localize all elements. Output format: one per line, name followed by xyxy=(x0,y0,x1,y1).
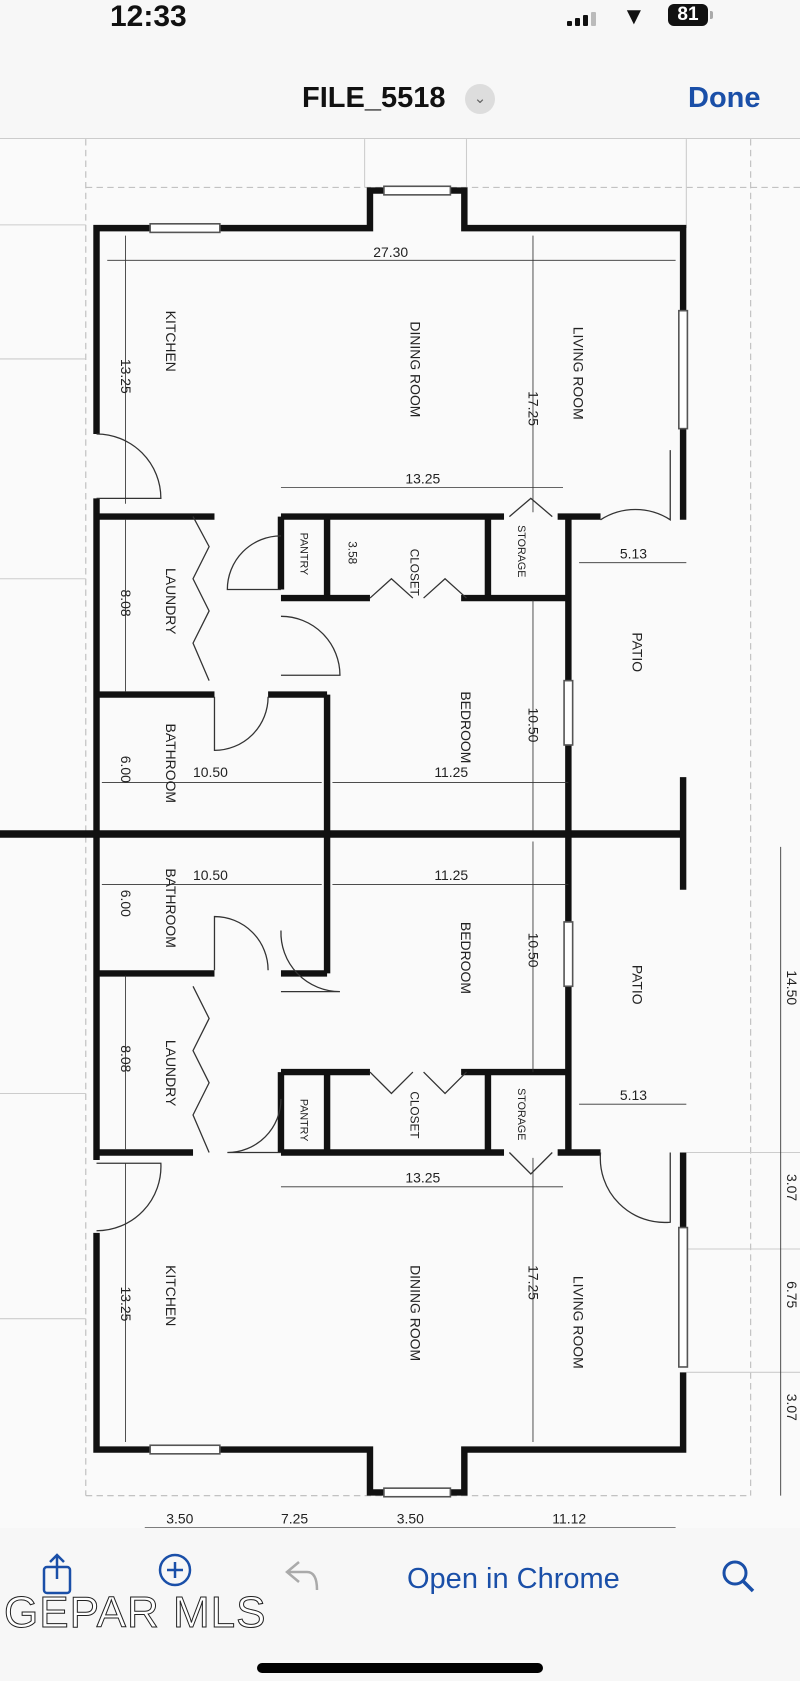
dim-label: 8.08 xyxy=(118,589,134,616)
nav-bar: FILE_5518 ⌄ Done xyxy=(0,60,800,138)
home-indicator[interactable] xyxy=(257,1663,543,1673)
dim-label: 6.00 xyxy=(118,756,134,783)
dim-label: 3.50 xyxy=(397,1511,424,1527)
document-title[interactable]: FILE_5518 xyxy=(302,82,446,114)
dim-label: 27.30 xyxy=(373,244,408,260)
undo-icon[interactable] xyxy=(283,1556,323,1596)
floor-plan-document[interactable]: KITCHEN DINING ROOM LIVING ROOM LAUNDRY … xyxy=(0,138,800,1530)
dim-label: 8.08 xyxy=(118,1045,134,1072)
label-closet: CLOSET xyxy=(408,1091,421,1138)
room-labels: KITCHEN DINING ROOM LIVING ROOM LAUNDRY … xyxy=(163,311,645,1369)
doors xyxy=(96,433,671,1232)
done-button[interactable]: Done xyxy=(688,82,761,114)
dimension-labels: 27.30 13.25 17.25 13.25 3.58 5.13 8.08 6… xyxy=(118,244,800,1526)
dim-label: 3.07 xyxy=(784,1174,800,1201)
dim-label: 11.25 xyxy=(434,764,468,780)
label-patio: PATIO xyxy=(630,965,646,1005)
watermark-logo: GEPAR MLS xyxy=(3,1588,267,1638)
markup-icon[interactable] xyxy=(155,1550,199,1594)
dim-label: 10.50 xyxy=(526,933,542,968)
dim-label: 13.25 xyxy=(118,1287,134,1322)
walls xyxy=(0,187,687,1496)
battery-indicator: 81 xyxy=(668,4,713,26)
label-laundry: LAUNDRY xyxy=(163,568,179,634)
dimension-lines xyxy=(101,235,782,1529)
label-laundry: LAUNDRY xyxy=(163,1040,179,1106)
label-living-room: LIVING ROOM xyxy=(571,1276,587,1369)
dim-label: 10.50 xyxy=(193,867,228,883)
dim-label: 7.25 xyxy=(281,1511,308,1527)
label-bedroom: BEDROOM xyxy=(458,691,474,763)
dim-label: 17.25 xyxy=(526,391,542,426)
label-bathroom: BATHROOM xyxy=(163,868,179,948)
label-bathroom: BATHROOM xyxy=(163,724,179,803)
label-storage: STORAGE xyxy=(515,1088,527,1140)
status-bar: 12:33 ▼ 81 xyxy=(0,0,800,60)
dim-label: 3.07 xyxy=(784,1394,800,1421)
label-pantry: PANTRY xyxy=(297,1099,309,1142)
clock: 12:33 xyxy=(110,0,187,33)
floor-plan-drawing: KITCHEN DINING ROOM LIVING ROOM LAUNDRY … xyxy=(0,139,800,1529)
signal-icon xyxy=(567,12,596,26)
dim-label: 13.25 xyxy=(405,1170,440,1186)
label-patio: PATIO xyxy=(630,632,646,672)
dim-label: 10.50 xyxy=(526,707,542,742)
dim-label: 3.58 xyxy=(346,541,359,564)
dim-label: 11.25 xyxy=(434,867,468,883)
chevron-down-icon[interactable]: ⌄ xyxy=(465,84,495,114)
dim-label: 11.12 xyxy=(552,1511,586,1527)
dim-label: 13.25 xyxy=(118,359,134,394)
dim-label: 5.13 xyxy=(620,545,647,561)
bottom-toolbar: Open in Chrome xyxy=(0,1528,800,1681)
share-icon[interactable] xyxy=(40,1553,74,1597)
dim-label: 6.75 xyxy=(784,1281,800,1308)
dim-label: 5.13 xyxy=(620,1087,647,1103)
windows xyxy=(149,185,689,1498)
label-kitchen: KITCHEN xyxy=(163,311,179,372)
label-living-room: LIVING ROOM xyxy=(571,327,587,420)
label-pantry: PANTRY xyxy=(297,533,309,575)
label-dining-room: DINING ROOM xyxy=(408,1265,424,1361)
dim-label: 10.50 xyxy=(193,764,228,780)
label-kitchen: KITCHEN xyxy=(163,1265,179,1326)
dim-label: 6.00 xyxy=(118,890,134,917)
search-icon[interactable] xyxy=(720,1558,760,1598)
wifi-icon: ▼ xyxy=(622,3,646,30)
label-dining-room: DINING ROOM xyxy=(408,321,424,417)
label-storage: STORAGE xyxy=(515,525,527,577)
dim-label: 3.50 xyxy=(166,1511,193,1527)
open-in-chrome-button[interactable]: Open in Chrome xyxy=(407,1563,620,1595)
dim-label: 17.25 xyxy=(526,1265,542,1300)
dim-label: 13.25 xyxy=(405,470,440,486)
label-bedroom: BEDROOM xyxy=(458,922,474,994)
label-closet: CLOSET xyxy=(408,549,421,596)
dim-label: 14.50 xyxy=(784,970,800,1005)
